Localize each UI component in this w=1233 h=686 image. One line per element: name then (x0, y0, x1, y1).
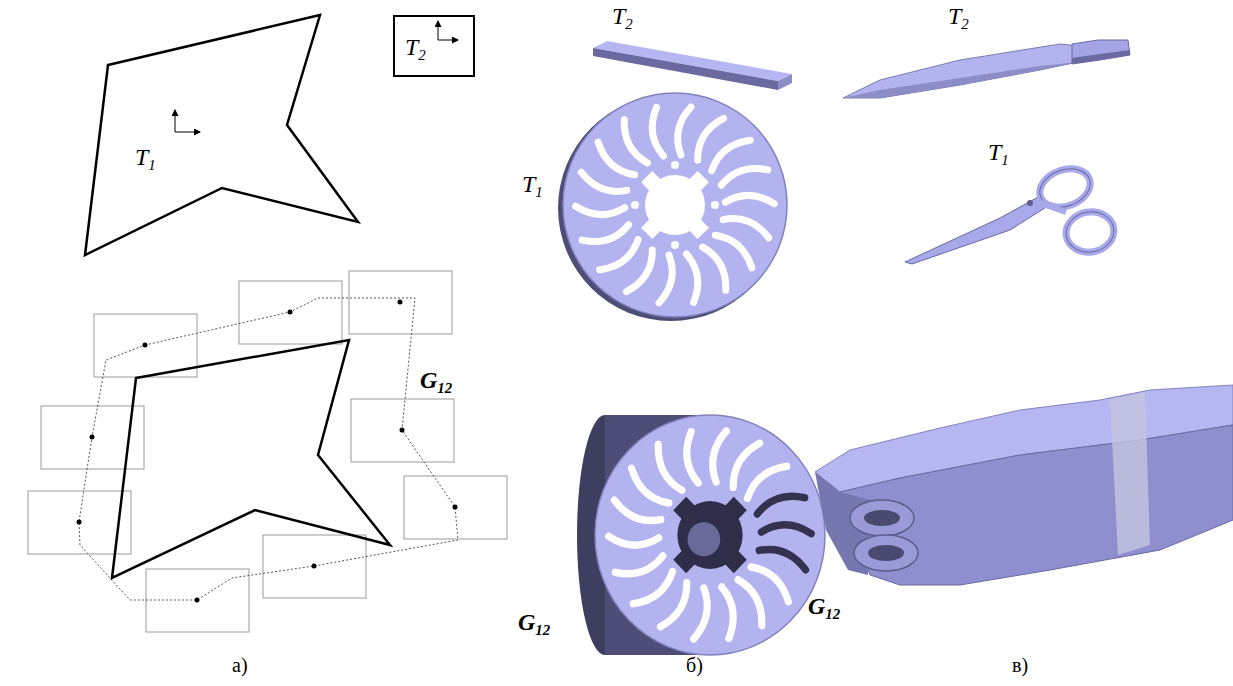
swept-rectangles (28, 271, 507, 632)
symbol-letter: T (405, 34, 418, 60)
symbol-letter: T (948, 3, 961, 29)
obstacle-polygon (112, 340, 390, 578)
body-label: T1 (522, 172, 543, 196)
trajectory-points (77, 300, 458, 603)
symbol-letter: T (135, 144, 148, 170)
panel-letter: б) (686, 655, 703, 675)
body-label: T1 (988, 140, 1009, 164)
body-label: T2 (405, 35, 426, 59)
set-label: G12 (808, 594, 840, 618)
set-label: G12 (518, 610, 550, 634)
trajectory (79, 298, 458, 600)
body-label: T1 (135, 145, 156, 169)
disk-model (558, 93, 787, 321)
knife-model (843, 40, 1130, 98)
body-label: T2 (612, 4, 633, 28)
symbol-index: 1 (148, 157, 155, 173)
set-label: G12 (420, 368, 452, 392)
symbol-index: 12 (437, 380, 452, 396)
symbol-index: 2 (625, 16, 632, 32)
symbol-letter: G (808, 593, 825, 619)
symbol-letter: T (612, 3, 625, 29)
symbol-letter: T (522, 171, 535, 197)
cylinder-model (577, 415, 825, 655)
symbol-index: 1 (535, 184, 542, 200)
panel-letter: а) (232, 655, 248, 675)
polygon-outline (85, 15, 358, 255)
polygon-outline (85, 15, 360, 257)
axes-t1 (175, 110, 200, 132)
bar-model (593, 41, 792, 90)
rectangle-body: T2 (393, 15, 475, 77)
axes-t2 (438, 21, 458, 40)
symbol-index: 12 (535, 622, 550, 638)
body-label: T2 (948, 4, 969, 28)
swept-volume-model (815, 385, 1233, 585)
polygon-body: T1 (85, 15, 360, 257)
symbol-letter: T (988, 139, 1001, 165)
symbol-letter: G (420, 367, 437, 393)
symbol-index: 12 (825, 606, 840, 622)
scissors-model (905, 162, 1117, 264)
panel-letter: в) (1012, 655, 1028, 675)
symbol-index: 2 (418, 47, 425, 63)
symbol-index: 2 (961, 16, 968, 32)
symbol-letter: G (518, 609, 535, 635)
symbol-index: 1 (1001, 152, 1008, 168)
